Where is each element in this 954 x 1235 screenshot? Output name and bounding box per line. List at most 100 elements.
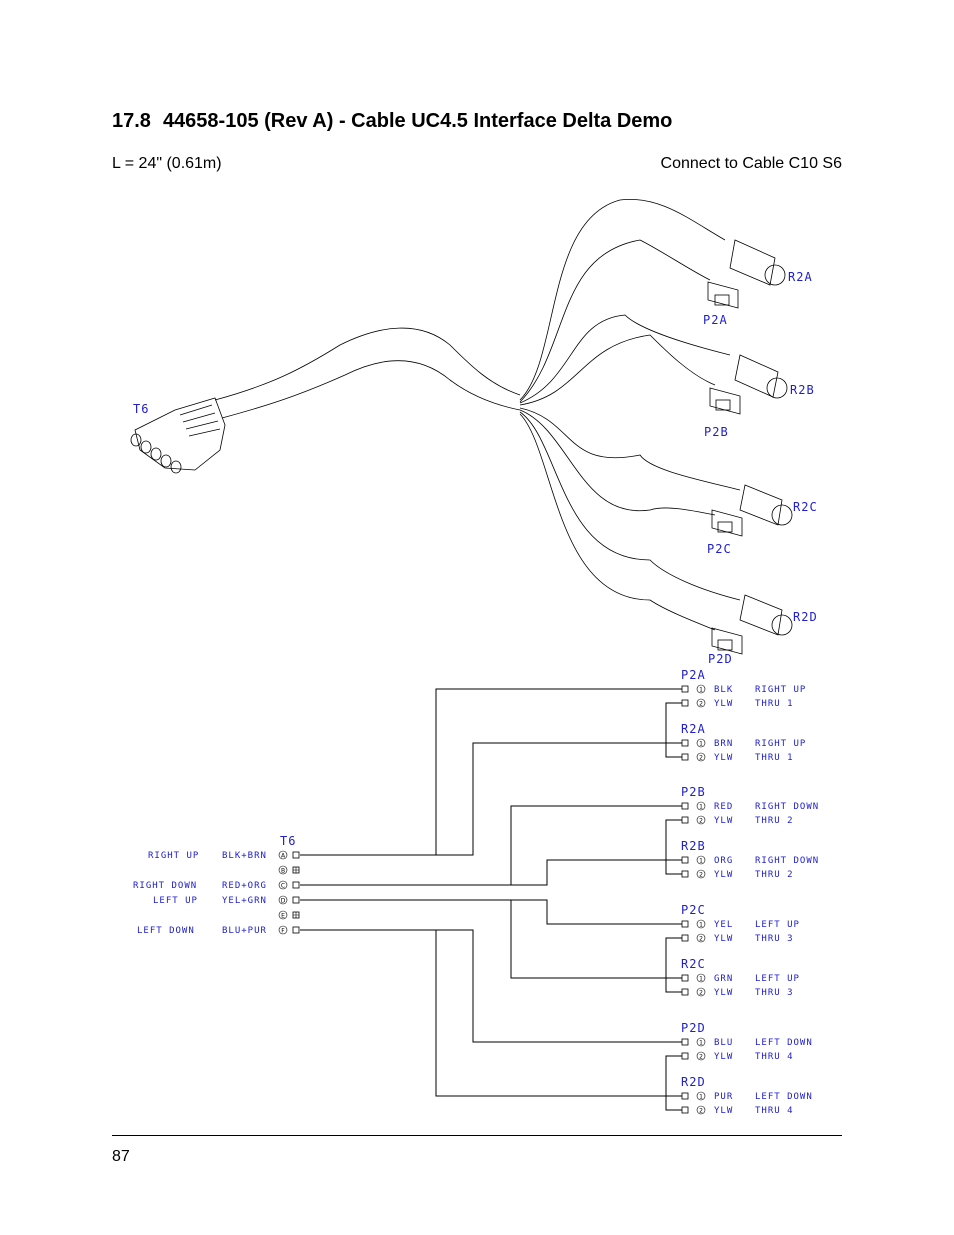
pin-terminal <box>681 1052 689 1060</box>
pin-terminal <box>681 1092 689 1100</box>
t6-pin-f-wire: BLU+PUR <box>222 926 267 936</box>
pin-circle <box>696 738 706 748</box>
t6-pin-b-id: B <box>281 868 285 875</box>
pin-function: RIGHT UP <box>755 685 806 695</box>
pin-number: 2 <box>699 701 703 708</box>
t6-pin-a: RIGHT UP BLK+BRN A <box>148 850 300 861</box>
t6-pin-f-function: LEFT DOWN <box>137 926 195 936</box>
pin-terminal <box>681 1106 689 1114</box>
cable-length: L = 24" (0.61m) <box>112 155 222 172</box>
schematic-t6-label: T6 <box>280 834 296 848</box>
section-title: 44658-105 (Rev A) - Cable UC4.5 Interfac… <box>162 110 673 132</box>
footer-divider <box>112 1135 842 1136</box>
pin-number: 2 <box>699 1054 703 1061</box>
pin-wire-color: YLW <box>714 699 733 709</box>
p2a-label: P2A <box>703 313 728 327</box>
pin-function: LEFT UP <box>755 974 800 984</box>
t6-pin-a-wire: BLK+BRN <box>222 851 267 861</box>
connector-p2d-label: P2D <box>681 1021 706 1035</box>
t6-pin-d-id: D <box>281 898 286 905</box>
harness-illustration <box>130 198 793 655</box>
pin-circle <box>696 973 706 983</box>
pin-number: 1 <box>699 687 703 694</box>
pin-wire-color: ORG <box>714 856 733 866</box>
t6-pin-c: RIGHT DOWN RED+ORG C <box>133 880 300 891</box>
pin-number: 1 <box>699 804 703 811</box>
pin-function: THRU 2 <box>755 816 794 826</box>
section-number: 17.8 <box>112 110 151 132</box>
pin-function: THRU 3 <box>755 934 794 944</box>
pin-function: THRU 2 <box>755 870 794 880</box>
pin-terminal <box>681 920 689 928</box>
pin-terminal <box>681 739 689 747</box>
connector-p2a-label: P2A <box>681 668 706 682</box>
connect-to-note: Connect to Cable C10 S6 <box>660 155 842 172</box>
pin-wire-color: YLW <box>714 816 733 826</box>
pin-wire-color: YEL <box>714 920 733 930</box>
pin-wire-color: PUR <box>714 1092 733 1102</box>
t6-pin-a-function: RIGHT UP <box>148 851 199 861</box>
pin-circle <box>696 1037 706 1047</box>
connector-r2c-label: R2C <box>681 957 706 971</box>
wiring-schematic: T6 RIGHT UP BLK+BRN A B RIGHT DOWN RED+O… <box>133 668 819 1116</box>
pin-number: 2 <box>699 1108 703 1115</box>
pin-terminal <box>681 685 689 693</box>
r2b-label: R2B <box>790 383 815 397</box>
pin-wire-color: YLW <box>714 1052 733 1062</box>
t6-pin-c-id: C <box>281 883 285 890</box>
pin-wire-color: YLW <box>714 988 733 998</box>
pin-terminal <box>681 699 689 707</box>
pin-circle <box>696 815 706 825</box>
t6-pin-f: LEFT DOWN BLU+PUR F <box>137 925 300 936</box>
pin-circle <box>696 698 706 708</box>
pin-terminal <box>681 974 689 982</box>
t6-pin-d-wire: YEL+GRN <box>222 896 267 906</box>
pin-wire-color: YLW <box>714 870 733 880</box>
pin-number: 1 <box>699 858 703 865</box>
pin-terminal <box>681 870 689 878</box>
pin-terminal <box>681 856 689 864</box>
pin-number: 1 <box>699 741 703 748</box>
t6-label: T6 <box>133 402 149 416</box>
p2c-label: P2C <box>707 542 732 556</box>
pin-function: THRU 1 <box>755 699 794 709</box>
connector-r2a-label: R2A <box>681 722 706 736</box>
pin-circle <box>696 1105 706 1115</box>
t6-pin-d-function: LEFT UP <box>153 896 198 906</box>
pin-function: THRU 3 <box>755 988 794 998</box>
t6-pin-a-id: A <box>281 853 286 860</box>
pin-function: THRU 4 <box>755 1106 794 1116</box>
pin-wire-color: GRN <box>714 974 733 984</box>
pin-function: LEFT DOWN <box>755 1038 813 1048</box>
pin-number: 2 <box>699 872 703 879</box>
t6-pin-c-wire: RED+ORG <box>222 881 267 891</box>
pin-number: 2 <box>699 936 703 943</box>
pin-circle <box>696 801 706 811</box>
p2d-label: P2D <box>708 652 733 666</box>
pin-wire-color: YLW <box>714 753 733 763</box>
connector-p2c-label: P2C <box>681 903 706 917</box>
pin-circle <box>696 933 706 943</box>
pin-function: THRU 4 <box>755 1052 794 1062</box>
pin-circle <box>696 855 706 865</box>
r2c-label: R2C <box>793 500 818 514</box>
section-heading: 17.8 44658-105 (Rev A) - Cable UC4.5 Inte… <box>112 110 684 133</box>
t6-pin-c-function: RIGHT DOWN <box>133 881 197 891</box>
connector-r2b-label: R2B <box>681 839 706 853</box>
pin-function: RIGHT DOWN <box>755 802 819 812</box>
connector-p2b-label: P2B <box>681 785 706 799</box>
pin-terminal <box>681 753 689 761</box>
pin-number: 1 <box>699 1094 703 1101</box>
pin-wire-color: RED <box>714 802 733 812</box>
r2a-label: R2A <box>788 270 813 284</box>
r-connectors <box>729 239 793 636</box>
connector-r2d-label: R2D <box>681 1075 706 1089</box>
pin-terminal <box>681 988 689 996</box>
pin-wire-color: BLU <box>714 1038 733 1048</box>
t6-pin-d: LEFT UP YEL+GRN D <box>153 895 300 906</box>
